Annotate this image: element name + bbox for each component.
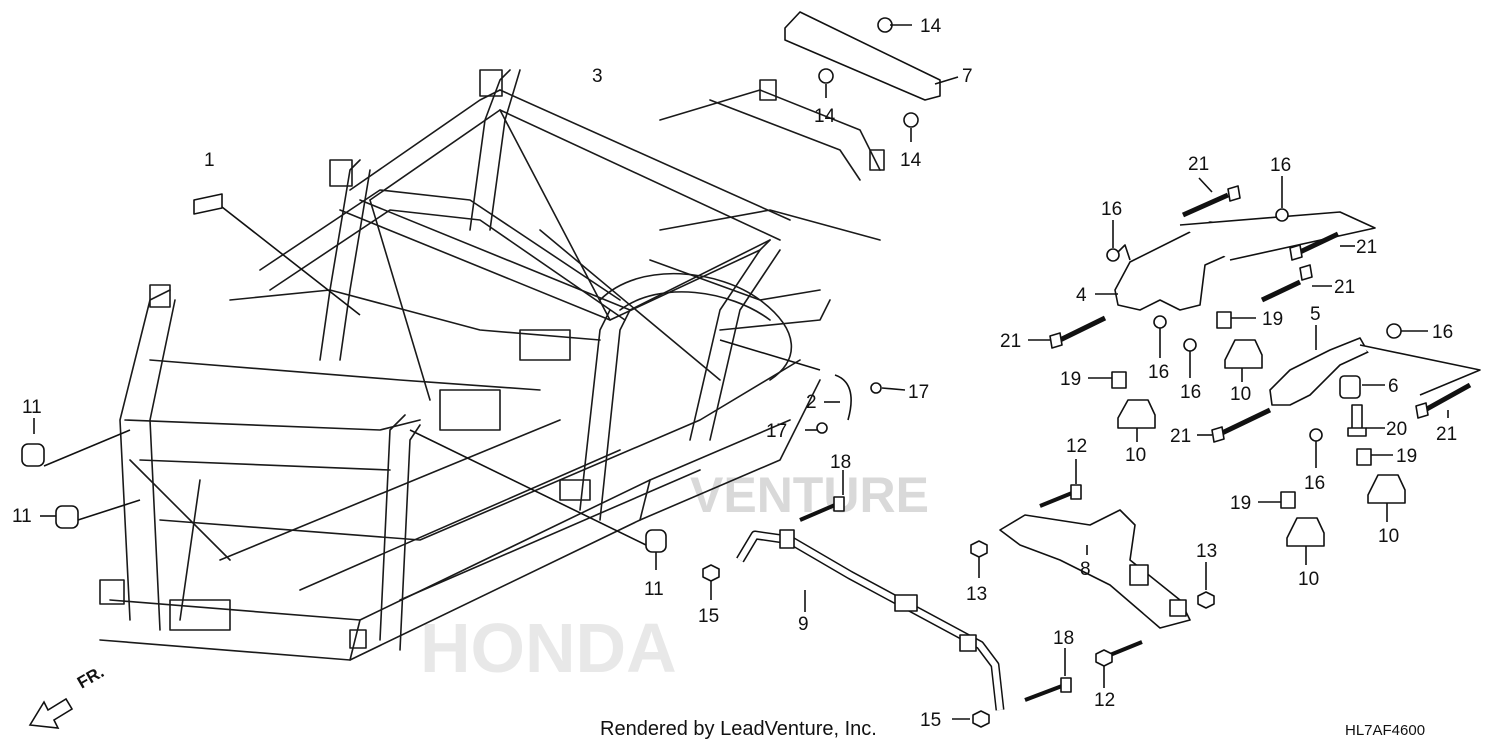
front-direction-arrow: [28, 697, 74, 729]
callout-21d: 21: [1000, 331, 1021, 352]
callout-17b: 17: [766, 421, 787, 442]
callout-2: 2: [806, 392, 817, 413]
callout-4: 4: [1076, 285, 1087, 306]
callout-19d: 19: [1230, 493, 1251, 514]
callout-11c: 11: [644, 579, 664, 600]
callout-19a: 19: [1262, 309, 1283, 330]
callout-16e: 16: [1432, 322, 1453, 343]
callout-1: 1: [204, 150, 215, 171]
part-2-hose-bracket: [719, 339, 906, 434]
callout-13b: 13: [1196, 541, 1217, 562]
callout-5: 5: [1310, 304, 1321, 325]
part-10-rubber-mounts: [1117, 339, 1406, 565]
callout-16b: 16: [1148, 362, 1169, 383]
watermark-venture: VENTURE: [690, 467, 929, 523]
callout-21b: 21: [1356, 237, 1377, 258]
callout-10d: 10: [1298, 569, 1319, 590]
callout-14b: 14: [814, 106, 836, 127]
callout-6: 6: [1388, 376, 1399, 397]
watermark-brand: HONDA: [420, 609, 677, 687]
part-1-label-plate: [193, 193, 361, 316]
callout-11a: 11: [22, 397, 42, 418]
part-7-cover-plate: [784, 11, 959, 101]
leader-17a: [881, 387, 906, 391]
watermark: VENTURE HONDA: [420, 467, 929, 687]
main-frame: [99, 69, 885, 661]
part-16-nuts: [1106, 176, 1428, 468]
part-6-collar: [1339, 375, 1385, 399]
callout-21c: 21: [1334, 277, 1355, 298]
callout-18a: 18: [830, 452, 851, 473]
callout-10b: 10: [1125, 445, 1146, 466]
leader-2b: [719, 339, 821, 371]
callout-15a: 15: [698, 606, 719, 627]
callout-17a: 17: [908, 382, 929, 403]
part-18-bolts: [799, 470, 1072, 702]
callout-10a: 10: [1230, 384, 1251, 405]
callout-19c: 19: [1396, 446, 1417, 467]
callout-8: 8: [1080, 559, 1091, 580]
leader-7: [934, 76, 959, 85]
leader-5-outline: [1359, 344, 1481, 396]
part-11-rubber-mounts: [21, 418, 667, 570]
callout-11b: 11: [12, 506, 32, 527]
leader-11c2: [409, 429, 647, 546]
leader-11a2: [43, 429, 131, 467]
callout-3: 3: [592, 66, 603, 87]
leader-21a: [1198, 177, 1213, 193]
callout-16d: 16: [1270, 155, 1291, 176]
leader-1: [221, 206, 361, 316]
callout-18b: 18: [1053, 628, 1074, 649]
part-9-stabilizer-bar: [736, 529, 1005, 711]
leader-11b2: [77, 499, 141, 521]
diagram-code: HL7AF4600: [1345, 722, 1426, 739]
callout-21f: 21: [1436, 424, 1457, 445]
callout-21a: 21: [1188, 154, 1209, 175]
callout-7: 7: [962, 66, 973, 87]
callout-15b: 15: [920, 710, 941, 731]
callout-12a: 12: [1066, 436, 1087, 457]
part-21-bolts: [1028, 177, 1472, 443]
part-4-engine-mount: [1095, 211, 1376, 311]
leader-4-outline: [1179, 211, 1376, 261]
part-20-bolt: [1347, 404, 1385, 437]
part-19-bolts: [1088, 311, 1393, 509]
callout-14a: 14: [920, 16, 942, 37]
callout-13a: 13: [966, 584, 987, 605]
render-credit: Rendered by LeadVenture, Inc.: [600, 718, 877, 740]
callout-19b: 19: [1060, 369, 1081, 390]
callout-9: 9: [798, 614, 809, 635]
callout-14c: 14: [900, 150, 922, 171]
callout-16c: 16: [1180, 382, 1201, 403]
part-5-engine-mount: [1269, 325, 1481, 406]
callout-20: 20: [1386, 419, 1407, 440]
callout-12b: 12: [1094, 690, 1115, 711]
callout-10c: 10: [1378, 526, 1399, 547]
part-14-clips: [818, 17, 919, 142]
callout-16f: 16: [1304, 473, 1325, 494]
part-15-nuts: [702, 564, 990, 728]
part-12-13-fasteners: [970, 459, 1215, 688]
callout-labels: 1 2 3 4 5 6 7 8 9 10 10 10 10 11 11 11 1…: [12, 16, 1457, 731]
part-8-rear-bracket: [999, 509, 1191, 629]
callout-21e: 21: [1170, 426, 1191, 447]
callout-16a: 16: [1101, 199, 1122, 220]
